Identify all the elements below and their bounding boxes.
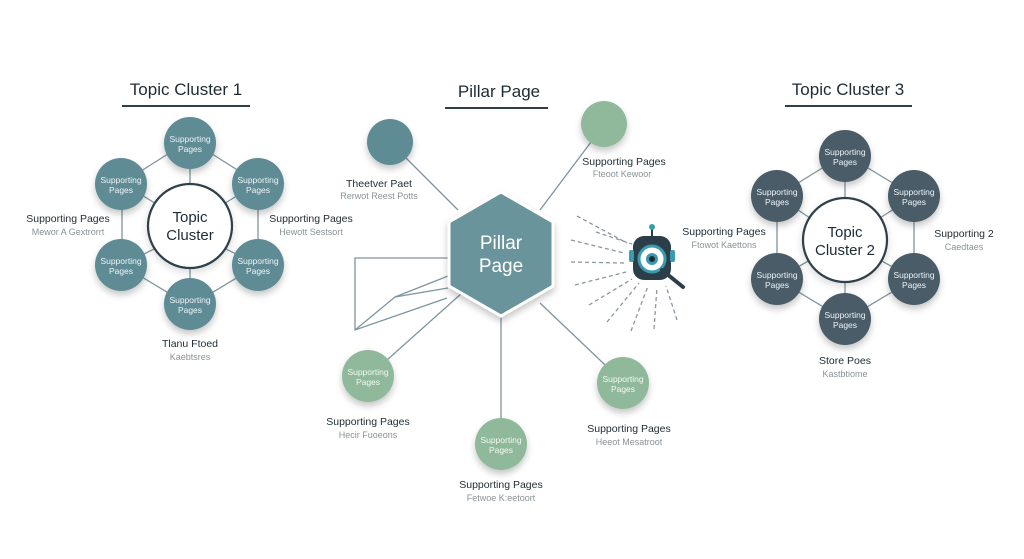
svg-text:Pages: Pages — [489, 445, 513, 455]
pillar-page-hexagon[interactable] — [447, 190, 555, 318]
cluster-3-title: Topic Cluster 3 — [792, 80, 904, 99]
cluster-1-bottom-sub: Kaebtsres — [170, 352, 211, 362]
pillar-bracket-inner — [394, 275, 449, 298]
svg-text:Supporting: Supporting — [169, 295, 210, 305]
cluster-1-satellite[interactable]: Supporting Pages — [164, 278, 216, 330]
svg-text:Supporting: Supporting — [169, 134, 210, 144]
pillar-node-br[interactable]: Supporting Pages — [597, 357, 649, 409]
pillar-node-topright[interactable] — [581, 101, 627, 147]
cluster-2-right-sub: Caedtaes — [945, 242, 984, 252]
cluster-2-satellite[interactable]: Supporting Pages — [888, 170, 940, 222]
cluster-1: Topic Cluster Supporting Pages Supportin… — [26, 117, 353, 362]
pillar-node-bottom[interactable]: Supporting Pages — [475, 418, 527, 470]
svg-text:Pages: Pages — [902, 197, 926, 207]
svg-text:Pages: Pages — [178, 144, 202, 154]
pillar-topleft-sub: Rerwot Reest Potts — [340, 191, 418, 201]
robot-magnifier-icon — [629, 224, 685, 289]
svg-text:Supporting: Supporting — [100, 175, 141, 185]
cluster-1-satellite[interactable]: Supporting Pages — [164, 117, 216, 169]
svg-text:Supporting: Supporting — [347, 367, 388, 377]
svg-text:Supporting: Supporting — [237, 256, 278, 266]
svg-text:Pages: Pages — [178, 305, 202, 315]
pillar-br-sub: Heeot Mesatroot — [596, 437, 663, 447]
cluster-2-right-label: Supporting 2 — [934, 228, 994, 240]
svg-text:Supporting: Supporting — [237, 175, 278, 185]
cluster-2-bottom-sub: Kastbtiome — [822, 369, 867, 379]
cluster-1-satellite[interactable]: Supporting Pages — [232, 239, 284, 291]
svg-text:Supporting: Supporting — [893, 270, 934, 280]
pillar-right-sub: Ftowot Kaettons — [691, 240, 757, 250]
cluster-2-satellite[interactable]: Supporting Pages — [751, 253, 803, 305]
svg-text:Pages: Pages — [611, 384, 635, 394]
svg-text:Pages: Pages — [246, 266, 270, 276]
svg-text:Supporting: Supporting — [756, 270, 797, 280]
cluster-1-satellite[interactable]: Supporting Pages — [232, 158, 284, 210]
svg-text:Pages: Pages — [356, 377, 380, 387]
pillar-label-line1: Pillar — [480, 233, 523, 254]
cluster-2-satellite[interactable]: Supporting Pages — [819, 130, 871, 182]
cluster-1-center-line2: Cluster — [166, 227, 214, 244]
cluster-1-satellite[interactable]: Supporting Pages — [95, 239, 147, 291]
cluster-1-right-sub: Hewott Sestsort — [279, 227, 343, 237]
cluster-1-satellite[interactable]: Supporting Pages — [95, 158, 147, 210]
cluster-1-left-label: Supporting Pages — [26, 213, 109, 225]
cluster-1-center[interactable] — [146, 182, 234, 270]
pillar-bl-sub: Hecir Fuoeons — [339, 430, 398, 440]
cluster-2-center-line2: Cluster 2 — [815, 242, 875, 259]
cluster-1-right-label: Supporting Pages — [269, 213, 352, 225]
pillar-topright-label: Supporting Pages — [582, 156, 665, 168]
svg-text:Pages: Pages — [833, 157, 857, 167]
pillar-title: Pillar Page — [458, 82, 540, 101]
svg-text:Supporting: Supporting — [893, 187, 934, 197]
svg-text:Pages: Pages — [765, 280, 789, 290]
svg-text:Pages: Pages — [902, 280, 926, 290]
pillar-right-label: Supporting Pages — [682, 226, 765, 238]
svg-text:Supporting: Supporting — [100, 256, 141, 266]
cluster-1-left-sub: Mewor A Gextrorrt — [32, 227, 105, 237]
cluster-2-satellite[interactable]: Supporting Pages — [819, 293, 871, 345]
svg-text:Pages: Pages — [246, 185, 270, 195]
svg-text:Pages: Pages — [109, 185, 133, 195]
pillar-bottom-label: Supporting Pages — [459, 479, 542, 491]
pillar-bl-label: Supporting Pages — [326, 416, 409, 428]
pillar-topleft-label: Theetver Paet — [346, 178, 412, 190]
pillar-node-topleft[interactable] — [367, 119, 413, 165]
pillar-group: Pillar Page Theetver Paet Rerwot Reest P… — [326, 101, 766, 503]
pillar-node-bl[interactable]: Supporting Pages — [342, 350, 394, 402]
pillar-label-line2: Page — [479, 256, 523, 277]
svg-text:Supporting: Supporting — [824, 310, 865, 320]
svg-text:Supporting: Supporting — [756, 187, 797, 197]
pillar-bottom-sub: Fetwoe K:eetoort — [467, 493, 536, 503]
svg-text:Supporting: Supporting — [824, 147, 865, 157]
pillar-bracket-top — [354, 257, 448, 331]
cluster-1-center-line1: Topic — [172, 209, 208, 226]
cluster-1-bottom-label: Tlanu Ftoed — [162, 338, 218, 350]
cluster-2: Topic Cluster 2 Supporting Pages Support… — [751, 130, 994, 379]
cluster-2-satellite[interactable]: Supporting Pages — [888, 253, 940, 305]
svg-text:Supporting: Supporting — [602, 374, 643, 384]
robot-scan-rays — [570, 215, 678, 332]
cluster-2-center-line1: Topic — [827, 224, 863, 241]
cluster-2-bottom-label: Store Poes — [819, 355, 871, 367]
pillar-topright-sub: Fteoot Kewoor — [593, 169, 652, 179]
cluster-2-satellite[interactable]: Supporting Pages — [751, 170, 803, 222]
svg-text:Pages: Pages — [109, 266, 133, 276]
cluster-2-center[interactable] — [801, 196, 889, 284]
cluster-1-title: Topic Cluster 1 — [130, 80, 242, 99]
svg-text:Pages: Pages — [833, 320, 857, 330]
svg-text:Supporting: Supporting — [480, 435, 521, 445]
svg-text:Pages: Pages — [765, 197, 789, 207]
pillar-br-label: Supporting Pages — [587, 423, 670, 435]
